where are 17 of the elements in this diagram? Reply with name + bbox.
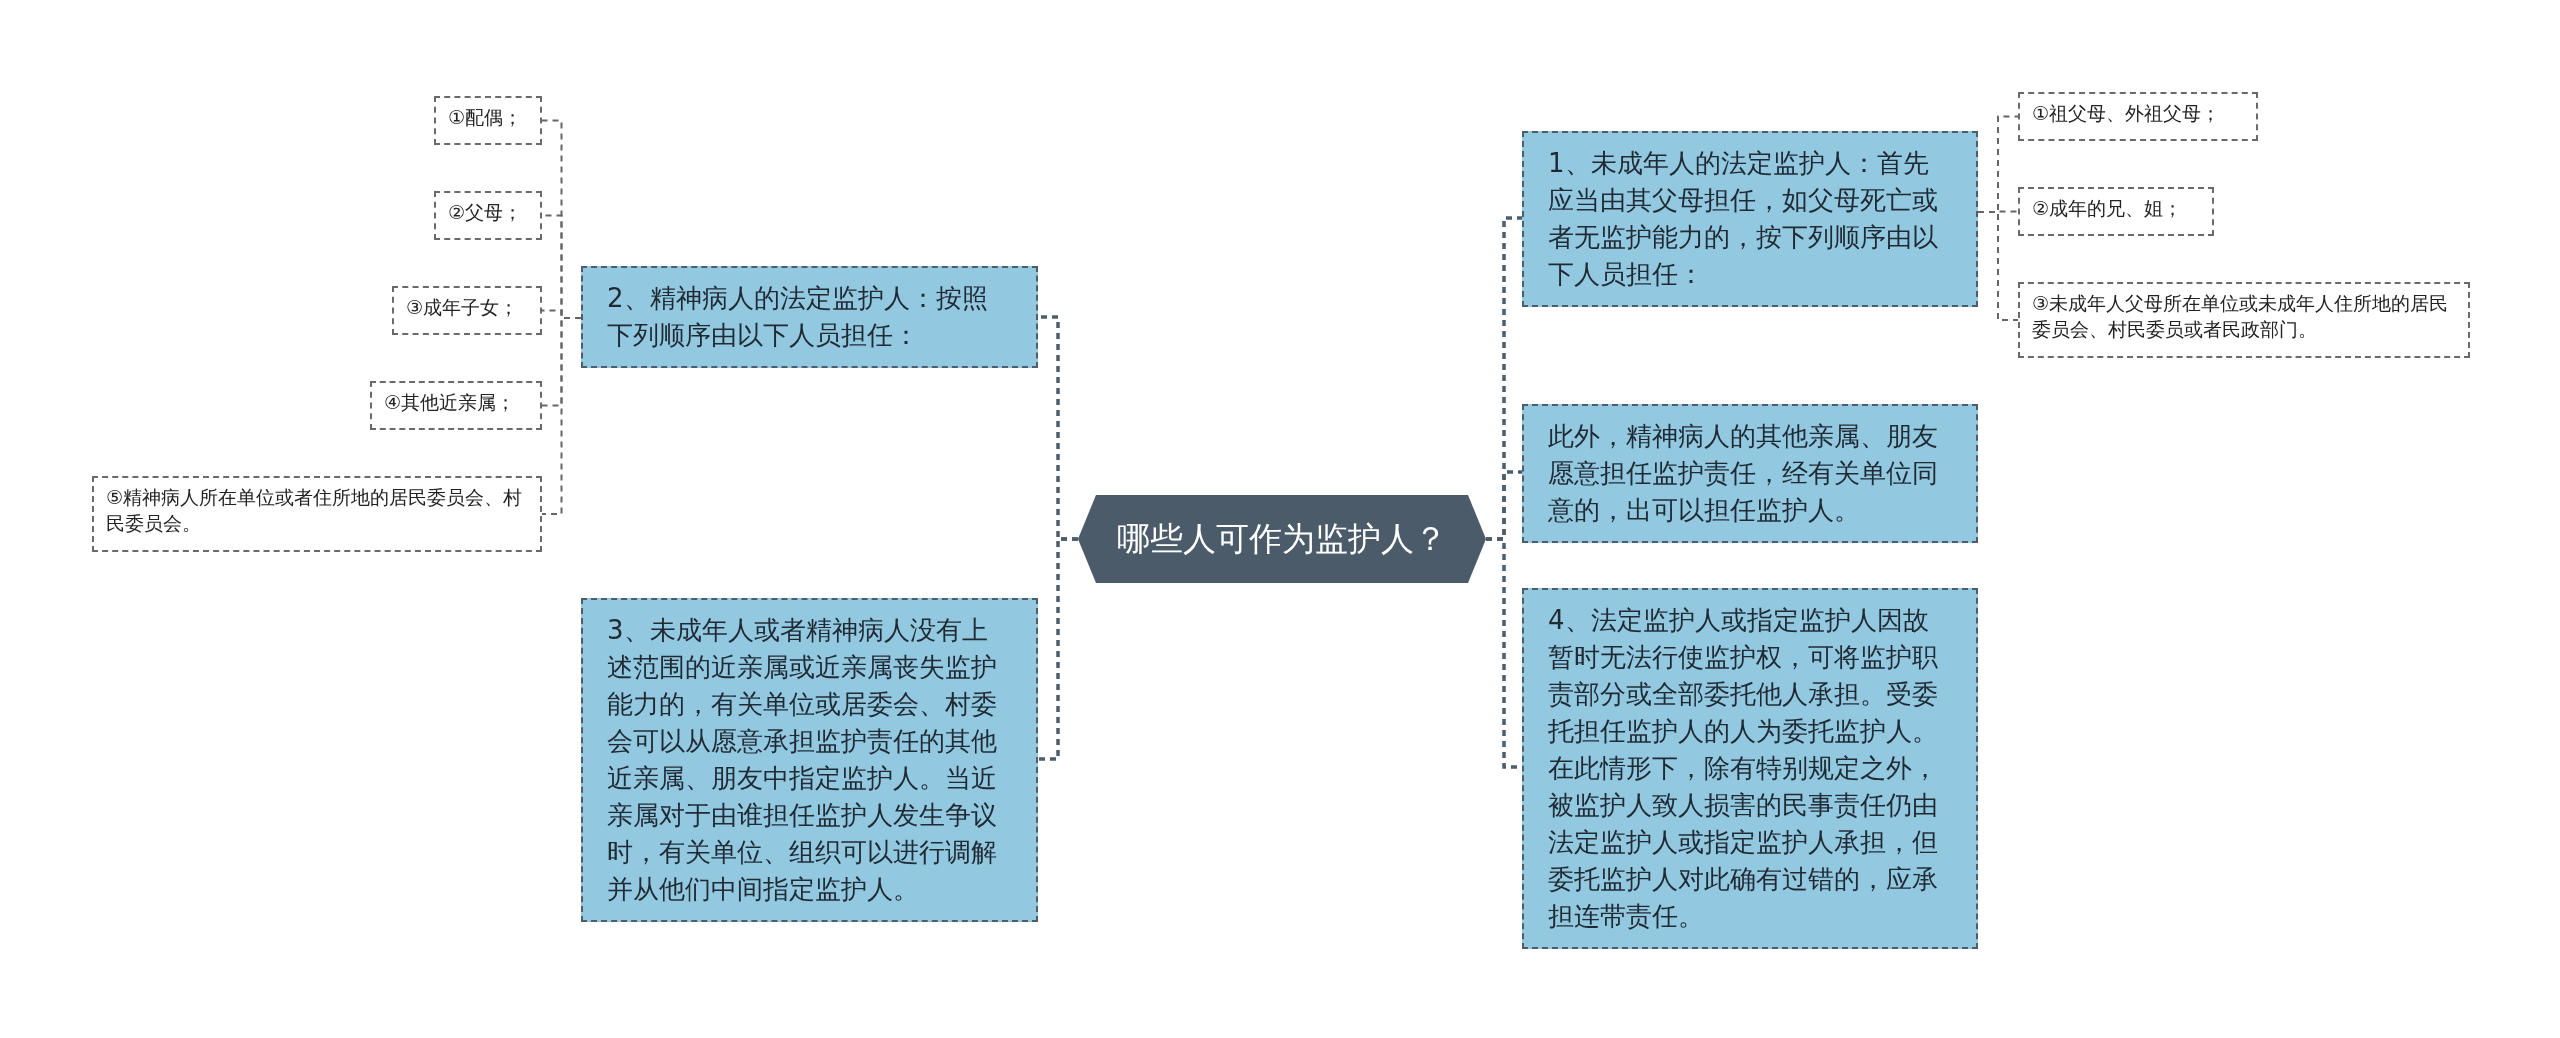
topic-box: 3、未成年人或者精神病人没有上述范围的近亲属或近亲属丧失监护能力的，有关单位或居委会、村委会可以从愿意承担监护责任的其他近亲属、朋友中指定监护人。当近亲属对于由谁担任监护人发生争议时，有关单位、组织可以进行调解并从他们中间指定监护人。	[581, 598, 1038, 922]
subtopic-box: ①祖父母、外祖父母；	[2018, 92, 2258, 141]
subtopic-box: ②成年的兄、姐；	[2018, 187, 2214, 236]
connector-line	[541, 317, 582, 515]
topic-box: 此外，精神病人的其他亲属、朋友愿意担任监护责任，经有关单位同意的，出可以担任监护人。	[1522, 404, 1978, 543]
connector-line	[1977, 211, 2019, 321]
subtopic-box: ④其他近亲属；	[370, 381, 542, 430]
subtopic-box: ③成年子女；	[392, 286, 542, 335]
central-topic: 哪些人可作为监护人？	[1078, 495, 1486, 583]
topic-box: 2、精神病人的法定监护人：按照下列顺序由以下人员担任：	[581, 266, 1038, 368]
subtopic-box: ⑤精神病人所在单位或者住所地的居民委员会、村民委员会。	[92, 476, 542, 552]
topic-box: 4、法定监护人或指定监护人因故暂时无法行使监护权，可将监护职责部分或全部委托他人承担。受委托担任监护人的人为委托监护人。在此情形下，除有特别规定之外，被监护人致人损害的民事责任仍由法定监护人或指定监护人承担，但委托监护人对此确有过错的，应承担连带责任。	[1522, 588, 1978, 949]
connector-line	[1038, 537, 1078, 761]
subtopic-box: ③未成年人父母所在单位或未成年人住所地的居民委员会、村民委员或者民政部门。	[2018, 282, 2470, 358]
subtopic-box: ②父母；	[434, 191, 542, 240]
topic-box: 1、未成年人的法定监护人：首先应当由其父母担任，如父母死亡或者无监护能力的，按下列顺序由以下人员担任：	[1522, 131, 1978, 307]
subtopic-box: ①配偶；	[434, 96, 542, 145]
